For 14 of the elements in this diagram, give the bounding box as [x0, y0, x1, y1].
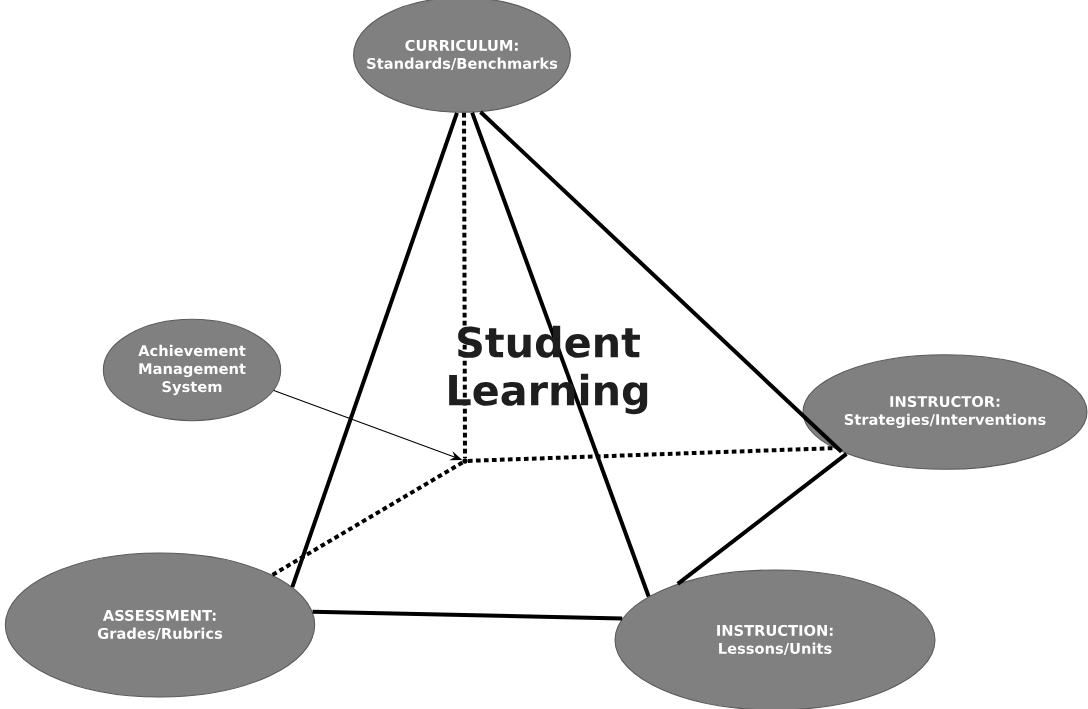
- ellipse-label: INSTRUCTION: Lessons/Units: [614, 569, 936, 709]
- line: [290, 112, 459, 588]
- ellipse-label: INSTRUCTOR: Strategies/Interventions: [802, 354, 1088, 470]
- ellipse-label: ASSESSMENT: Grades/Rubrics: [4, 552, 316, 698]
- line: [479, 110, 843, 454]
- line: [312, 609, 623, 621]
- dashed-line: [462, 112, 467, 459]
- dashed-line: [271, 460, 464, 577]
- dashed-line: [467, 446, 834, 463]
- corner-point: [462, 458, 468, 464]
- ellipse-label: Achievement Management System: [102, 318, 282, 422]
- line: [470, 111, 651, 598]
- ellipse-label: CURRICULUM: Standards/Benchmarks: [353, 0, 571, 113]
- line: [676, 452, 848, 586]
